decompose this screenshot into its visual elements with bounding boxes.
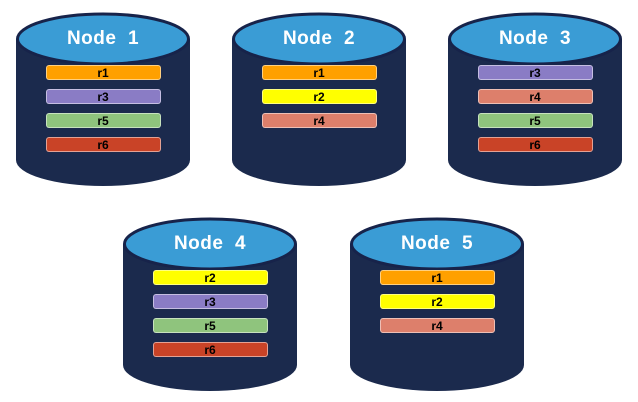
replica-bar-r4: r4 bbox=[261, 113, 377, 128]
replica-bar-r3: r3 bbox=[152, 294, 268, 309]
replica-bar-r5: r5 bbox=[477, 113, 593, 128]
node-4-cylinder: Node 4 r2 r3 r5 r6 bbox=[120, 214, 300, 394]
replica-bar-r6: r6 bbox=[477, 137, 593, 152]
node-title: Node 2 bbox=[282, 28, 356, 49]
node-1-cylinder: Node 1 r1 r3 r5 r6 bbox=[13, 9, 193, 189]
replica-bar-r1: r1 bbox=[261, 65, 377, 80]
replica-list: r1 r3 r5 r6 bbox=[13, 65, 193, 152]
node-3-cylinder: Node 3 r3 r4 r5 r6 bbox=[445, 9, 625, 189]
node-title: Node 3 bbox=[498, 28, 572, 49]
replica-bar-r2: r2 bbox=[379, 294, 495, 309]
node-2-cylinder: Node 2 r1 r2 r4 bbox=[229, 9, 409, 189]
replica-bar-r4: r4 bbox=[477, 89, 593, 104]
node-title: Node 1 bbox=[66, 28, 140, 49]
replica-bar-r2: r2 bbox=[261, 89, 377, 104]
replica-bar-r6: r6 bbox=[45, 137, 161, 152]
replica-list: r1 r2 r4 bbox=[347, 270, 527, 333]
replica-list: r2 r3 r5 r6 bbox=[120, 270, 300, 357]
replica-bar-r1: r1 bbox=[45, 65, 161, 80]
replica-bar-r5: r5 bbox=[152, 318, 268, 333]
replica-bar-r6: r6 bbox=[152, 342, 268, 357]
replica-list: r1 r2 r4 bbox=[229, 65, 409, 128]
replica-list: r3 r4 r5 r6 bbox=[445, 65, 625, 152]
node-title: Node 5 bbox=[400, 233, 474, 254]
replica-bar-r2: r2 bbox=[152, 270, 268, 285]
replica-bar-r3: r3 bbox=[45, 89, 161, 104]
replica-bar-r5: r5 bbox=[45, 113, 161, 128]
node-title: Node 4 bbox=[173, 233, 247, 254]
replica-bar-r1: r1 bbox=[379, 270, 495, 285]
replica-bar-r4: r4 bbox=[379, 318, 495, 333]
replica-bar-r3: r3 bbox=[477, 65, 593, 80]
node-5-cylinder: Node 5 r1 r2 r4 bbox=[347, 214, 527, 394]
